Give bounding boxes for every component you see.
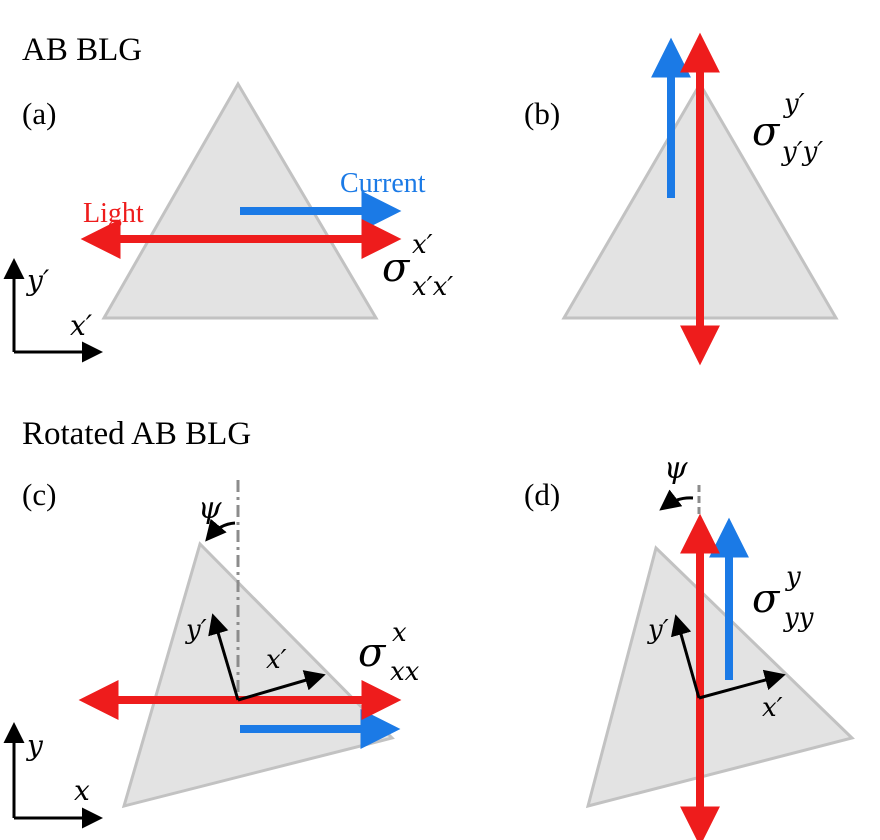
panel-d-sigma-symbol: σ — [752, 576, 781, 622]
panel-a-axis-y-label: y′ — [25, 264, 50, 297]
panel-d-local-y-label: y′ — [647, 615, 669, 645]
panel-c-sigma-subscript: xx — [390, 657, 420, 687]
panel-b-sigma: σ y′ y′y′ — [752, 89, 823, 167]
panel-d-sigma-superscript: y — [785, 562, 801, 592]
panel-d-label: (d) — [524, 477, 560, 512]
panel-d-local-x-label: x′ — [762, 693, 783, 723]
panel-a-sigma-subscript: x′x′ — [412, 272, 453, 302]
panel-a-triangle — [101, 81, 379, 320]
panel-a-sigma: σ x′ x′x′ — [382, 230, 453, 302]
panel-d-angle-psi: ψ — [664, 451, 688, 486]
title-rotated-ab-blg: Rotated AB BLG — [22, 416, 251, 452]
panel-d-sigma-subscript: yy — [783, 603, 814, 633]
panel-d-local-axis-y — [670, 614, 701, 699]
panel-d-sigma: σ y yy — [752, 562, 814, 633]
title-ab-blg: AB BLG — [22, 32, 142, 68]
panel-a-axis-x-label: x′ — [70, 309, 93, 342]
panel-a-sigma-symbol: σ — [382, 245, 411, 291]
panel-c-angle-psi: ψ — [198, 491, 222, 526]
panel-c-axis-x-label: x — [74, 774, 90, 807]
panel-a-current-label: Current — [340, 168, 426, 199]
panel-a-light-label: Light — [83, 198, 144, 229]
panel-c-sigma-superscript: x — [392, 618, 407, 648]
panel-d: (d) ψ y′ x′ σ y yy — [524, 451, 855, 840]
panel-d-local-axis-x — [698, 669, 786, 700]
panel-c-axes: y x — [3, 722, 103, 829]
panel-c-label: (c) — [22, 477, 56, 512]
panel-b-sigma-superscript: y′ — [783, 89, 805, 119]
panel-a-sigma-superscript: x′ — [412, 230, 433, 260]
panel-b-sigma-symbol: σ — [752, 109, 781, 155]
panel-a-axes: y′ x′ — [3, 258, 103, 363]
panel-a-label: (a) — [22, 96, 56, 131]
panel-c-triangle — [121, 541, 395, 809]
panel-c-local-axis-y — [208, 613, 240, 701]
panel-b: (b) σ y′ y′y′ — [524, 32, 839, 366]
panel-c-sigma: σ x xx — [358, 618, 420, 687]
panel-c-local-axis-x — [237, 670, 326, 702]
panel-c: (c) ψ y′ x′ σ x xx y x — [3, 477, 420, 829]
panel-c-local-y-label: y′ — [185, 615, 207, 645]
panel-c-sigma-symbol: σ — [358, 630, 387, 676]
panel-b-sigma-subscript: y′y′ — [781, 137, 823, 167]
panel-a: (a) Light Current σ x′ x′x′ y′ x′ — [3, 81, 453, 363]
panel-b-label: (b) — [524, 96, 560, 131]
panel-d-triangle — [585, 545, 855, 809]
panel-d-rotation-arrow — [659, 489, 694, 511]
panel-c-rotation-arrow — [205, 518, 236, 542]
panel-c-local-x-label: x′ — [266, 645, 287, 675]
panel-c-axis-y-label: y — [25, 729, 44, 762]
